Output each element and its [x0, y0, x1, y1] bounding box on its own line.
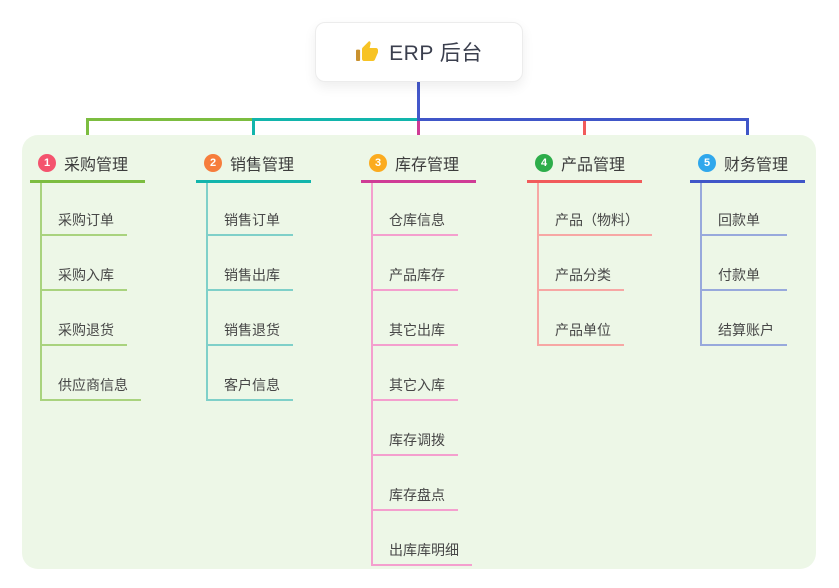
- branch-2: 2 销售管理销售订单销售出库销售退货客户信息: [196, 151, 346, 401]
- branch-header-1[interactable]: 1 采购管理: [30, 151, 145, 183]
- child-row: 产品（物料）: [539, 183, 677, 236]
- branch-children: 回款单付款单结算账户: [700, 183, 839, 346]
- thumbs-up-icon: [355, 40, 379, 64]
- child-node[interactable]: 采购入库: [42, 267, 127, 291]
- child-row: 采购退货: [42, 291, 180, 346]
- branch-1: 1 采购管理采购订单采购入库采购退货供应商信息: [30, 151, 180, 401]
- branch-5: 5 财务管理回款单付款单结算账户: [690, 151, 839, 346]
- child-row: 库存盘点: [373, 456, 511, 511]
- child-node[interactable]: 出库库明细: [373, 542, 472, 566]
- branch-title: 产品管理: [561, 157, 626, 174]
- branch-title: 库存管理: [395, 157, 460, 174]
- root-node-erp-backend[interactable]: ERP 后台: [315, 22, 523, 82]
- branch-drop-line-1: [86, 118, 89, 150]
- child-node[interactable]: 回款单: [702, 212, 787, 236]
- root-title: ERP 后台: [389, 42, 483, 65]
- branch-number-badge: 3: [369, 154, 387, 172]
- branch-header-5[interactable]: 5 财务管理: [690, 151, 805, 183]
- child-row: 销售退货: [208, 291, 346, 346]
- branch-children: 采购订单采购入库采购退货供应商信息: [40, 183, 180, 401]
- child-row: 出库库明细: [373, 511, 511, 566]
- child-row: 客户信息: [208, 346, 346, 401]
- child-node[interactable]: 产品单位: [539, 322, 624, 346]
- child-node[interactable]: 库存盘点: [373, 487, 458, 511]
- child-node[interactable]: 采购退货: [42, 322, 127, 346]
- branch-drop-line-2: [252, 118, 255, 150]
- branch-4: 4 产品管理产品（物料） 产品分类产品单位: [527, 151, 677, 346]
- child-node[interactable]: 销售订单: [208, 212, 293, 236]
- child-node[interactable]: 客户信息: [208, 377, 293, 401]
- child-row: 供应商信息: [42, 346, 180, 401]
- branch-title: 销售管理: [230, 157, 295, 174]
- child-node[interactable]: 产品库存: [373, 267, 458, 291]
- child-row: 产品分类: [539, 236, 677, 291]
- branches-panel: [22, 135, 816, 569]
- trunk-segment-blue: [417, 118, 749, 121]
- child-row: 其它入库: [373, 346, 511, 401]
- child-row: 销售订单: [208, 183, 346, 236]
- child-node[interactable]: 其它入库: [373, 377, 458, 401]
- child-row: 回款单: [702, 183, 839, 236]
- child-row: 结算账户: [702, 291, 839, 346]
- branch-header-4[interactable]: 4 产品管理: [527, 151, 642, 183]
- child-node[interactable]: 其它出库: [373, 322, 458, 346]
- child-row: 销售出库: [208, 236, 346, 291]
- child-row: 产品库存: [373, 236, 511, 291]
- child-row: 库存调拨: [373, 401, 511, 456]
- child-row: 采购入库: [42, 236, 180, 291]
- branch-number-badge: 1: [38, 154, 56, 172]
- branch-title: 采购管理: [64, 157, 129, 174]
- child-node[interactable]: 采购订单: [42, 212, 127, 236]
- branch-title: 财务管理: [724, 157, 789, 174]
- child-row: 产品单位: [539, 291, 677, 346]
- child-row: 其它出库: [373, 291, 511, 346]
- branch-header-2[interactable]: 2 销售管理: [196, 151, 311, 183]
- child-node[interactable]: 付款单: [702, 267, 787, 291]
- child-node[interactable]: 产品（物料）: [539, 212, 652, 236]
- branch-children: 销售订单销售出库销售退货客户信息: [206, 183, 346, 401]
- trunk-segment-green: [86, 118, 254, 121]
- branch-3: 3 库存管理仓库信息产品库存其它出库其它入库库存调拨库存盘点出库库明细: [361, 151, 511, 566]
- child-node[interactable]: 销售退货: [208, 322, 293, 346]
- branch-number-badge: 2: [204, 154, 222, 172]
- trunk-segment-teal: [252, 118, 418, 121]
- child-node[interactable]: 仓库信息: [373, 212, 458, 236]
- root-connector-line: [417, 82, 420, 121]
- child-node[interactable]: 供应商信息: [42, 377, 141, 401]
- branch-children: 仓库信息产品库存其它出库其它入库库存调拨库存盘点出库库明细: [371, 183, 511, 566]
- branch-number-badge: 4: [535, 154, 553, 172]
- child-row: 采购订单: [42, 183, 180, 236]
- branch-header-3[interactable]: 3 库存管理: [361, 151, 476, 183]
- branch-drop-line-5: [746, 118, 749, 150]
- child-row: 仓库信息: [373, 183, 511, 236]
- branch-number-badge: 5: [698, 154, 716, 172]
- child-row: 付款单: [702, 236, 839, 291]
- child-node[interactable]: 库存调拨: [373, 432, 458, 456]
- child-node[interactable]: 结算账户: [702, 322, 787, 346]
- child-node[interactable]: 产品分类: [539, 267, 624, 291]
- branch-children: 产品（物料） 产品分类产品单位: [537, 183, 677, 346]
- child-node[interactable]: 销售出库: [208, 267, 293, 291]
